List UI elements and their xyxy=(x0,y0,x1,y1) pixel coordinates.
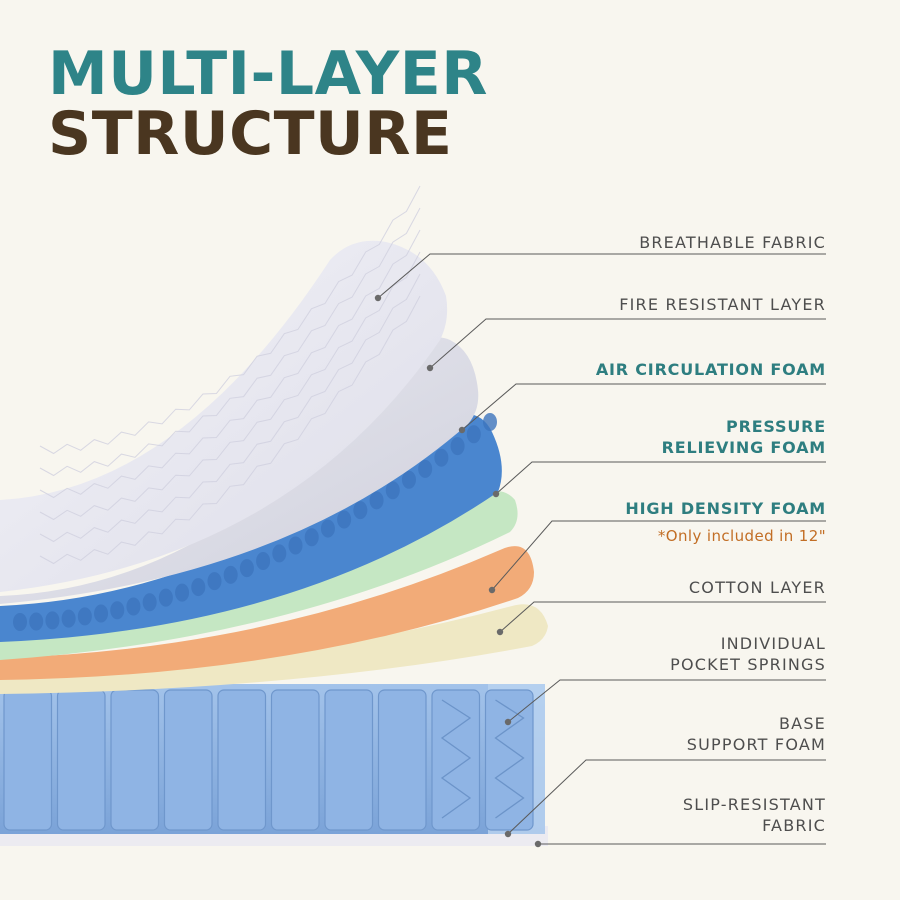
leader-dot-air-circulation-foam xyxy=(458,426,466,434)
foam-bump xyxy=(61,609,76,628)
foam-bump xyxy=(450,437,465,456)
leader-dot-pressure-relieving-foam xyxy=(492,490,500,498)
label-high-density-foam: HIGH DENSITY FOAM xyxy=(625,498,826,519)
title-line-2: STRUCTURE xyxy=(48,99,453,169)
label-individual-pocket-springs-line-1: INDIVIDUAL xyxy=(720,634,826,653)
foam-bump xyxy=(110,601,125,620)
label-pressure-relieving-foam-line-2: RELIEVING FOAM xyxy=(661,438,826,457)
spring-pocket xyxy=(270,689,320,831)
foam-bump xyxy=(466,425,481,444)
spring-pocket xyxy=(3,689,53,831)
breathable-fabric-layer xyxy=(0,240,448,593)
foam-bump xyxy=(272,544,287,563)
spring-pocket xyxy=(484,689,534,831)
fabric-quilting-texture xyxy=(39,185,421,565)
leader-line-air-circulation-foam xyxy=(461,383,826,431)
leader-dot-cotton-layer xyxy=(496,628,504,636)
foam-bump xyxy=(401,470,416,489)
leader-line-cotton-layer xyxy=(499,601,826,633)
label-breathable-fabric: BREATHABLE FABRIC xyxy=(639,232,826,253)
leader-line-pressure-relieving-foam xyxy=(495,461,826,495)
label-base-support-foam-line-1: BASE xyxy=(779,714,826,733)
leader-dot-breathable-fabric xyxy=(374,294,382,302)
foam-bump xyxy=(418,459,433,478)
leader-lines xyxy=(374,253,826,848)
label-pressure-relieving-foam: PRESSURE RELIEVING FOAM xyxy=(662,416,826,458)
label-fire-resistant-layer-line: FIRE RESISTANT LAYER xyxy=(619,295,826,314)
label-air-circulation-foam-line: AIR CIRCULATION FOAM xyxy=(595,360,826,379)
leader-line-breathable-fabric xyxy=(377,253,826,299)
foam-bump xyxy=(175,583,190,602)
leader-line-individual-pocket-springs xyxy=(507,679,826,723)
spring-pocket xyxy=(324,689,374,831)
quilting-line xyxy=(39,273,421,543)
quilting-line xyxy=(39,295,421,565)
label-slip-resistant-fabric: SLIP-RESISTANT FABRIC xyxy=(683,794,826,836)
label-cotton-layer-line: COTTON LAYER xyxy=(688,578,826,597)
foam-bump xyxy=(369,491,384,510)
spring-pocket xyxy=(431,689,481,831)
spring-coil xyxy=(440,699,472,819)
egg-crate-texture xyxy=(13,413,497,631)
label-high-density-foam-line: HIGH DENSITY FOAM xyxy=(625,499,826,518)
label-air-circulation-foam: AIR CIRCULATION FOAM xyxy=(596,359,826,380)
high-density-foam-note: *Only included in 12" xyxy=(657,527,826,545)
foam-bump xyxy=(353,501,368,520)
leader-line-base-support-foam xyxy=(507,759,826,835)
foam-bump xyxy=(223,565,238,584)
leader-line-fire-resistant-layer xyxy=(429,318,826,369)
label-base-support-foam: BASE SUPPORT FOAM xyxy=(687,713,826,755)
quilting-line xyxy=(39,251,421,521)
label-pressure-relieving-foam-line-1: PRESSURE xyxy=(726,417,826,436)
quilting-line xyxy=(39,229,421,499)
leader-dot-high-density-foam xyxy=(488,586,496,594)
spring-pocket xyxy=(56,689,106,831)
foam-bump xyxy=(385,481,400,500)
foam-bump xyxy=(158,588,173,607)
foam-bump xyxy=(191,578,206,597)
label-individual-pocket-springs: INDIVIDUAL POCKET SPRINGS xyxy=(670,633,826,675)
foam-bump xyxy=(77,607,92,626)
label-slip-resistant-fabric-line-1: SLIP-RESISTANT xyxy=(682,795,826,814)
foam-bump xyxy=(304,528,319,547)
foam-bump xyxy=(45,611,60,630)
spring-pocket xyxy=(110,689,160,831)
spring-pocket xyxy=(163,689,213,831)
foam-bump xyxy=(126,597,141,616)
label-individual-pocket-springs-line-2: POCKET SPRINGS xyxy=(670,655,826,674)
foam-bump xyxy=(29,612,44,631)
foam-bump xyxy=(13,613,27,631)
fire-resistant-layer-shape xyxy=(0,337,479,604)
foam-bump xyxy=(320,519,335,538)
spring-pocket xyxy=(377,689,427,831)
foam-bump xyxy=(337,510,352,529)
leader-dot-fire-resistant-layer xyxy=(426,364,434,372)
quilting-line xyxy=(39,207,421,477)
label-slip-resistant-fabric-line-2: FABRIC xyxy=(762,816,826,835)
leader-dot-slip-resistant-fabric xyxy=(534,840,542,848)
label-fire-resistant-layer: FIRE RESISTANT LAYER xyxy=(619,294,826,315)
foam-bump xyxy=(256,551,271,570)
spring-pocket xyxy=(217,689,267,831)
foam-bump xyxy=(207,572,222,591)
foam-bump xyxy=(239,559,254,578)
leader-dot-base-support-foam xyxy=(504,830,512,838)
quilting-line xyxy=(39,185,421,455)
high-density-foam-layer xyxy=(0,546,534,680)
foam-bump xyxy=(288,536,303,555)
spring-coil xyxy=(494,699,525,819)
title-line-1: MULTI-LAYER xyxy=(48,39,488,109)
leader-line-high-density-foam xyxy=(491,520,826,591)
label-breathable-fabric-line: BREATHABLE FABRIC xyxy=(639,233,826,252)
pocket-springs-block xyxy=(0,684,545,834)
foam-bump xyxy=(142,593,157,612)
foam-bump xyxy=(483,413,497,431)
label-base-support-foam-line-2: SUPPORT FOAM xyxy=(686,735,826,754)
leader-dot-individual-pocket-springs xyxy=(504,718,512,726)
foam-bump xyxy=(94,604,109,623)
foam-bump xyxy=(434,448,449,467)
label-cotton-layer: COTTON LAYER xyxy=(689,577,826,598)
